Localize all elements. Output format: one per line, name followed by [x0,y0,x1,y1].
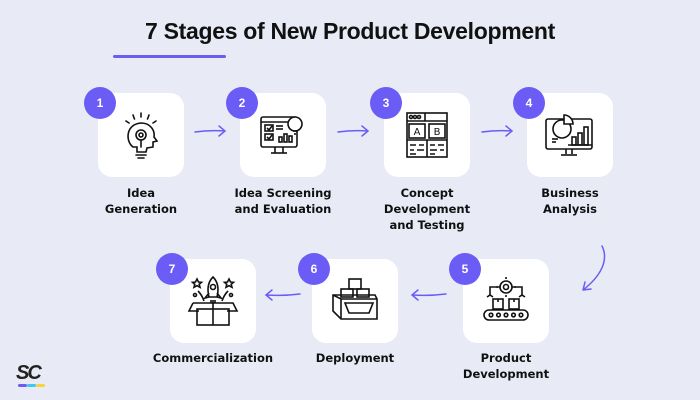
stage-label-line: Generation [104,202,178,216]
stage-label-line: Development [383,202,471,216]
stage-card-6: 6 [298,253,398,343]
stage-label-3: Concept Development and Testing [357,185,497,233]
box-packages-icon [332,278,378,320]
open-box-rocket-icon [187,275,239,326]
stage-label-line: Product [480,351,532,365]
stage-label-4: Business Analysis [500,185,640,217]
logo-bar-cyan [27,384,36,387]
stage-label-line: and Evaluation [234,202,332,216]
logo-bar-purple [18,384,27,387]
conveyor-robot-arms-icon [483,277,529,321]
page-title: 7 Stages of New Product Development [145,18,555,44]
stage-label-5: Product Development [436,350,576,382]
stage-card-5: 5 [449,253,549,343]
stage-number-badge: 4 [513,87,545,119]
stage-number-badge: 3 [370,87,402,119]
stage-label-6: Deployment [285,350,425,366]
arrow-right-icon [337,125,370,137]
stage-label-line: Development [462,367,550,381]
svg-text:B: B [434,127,441,138]
monitor-checklist-bulb-icon [260,116,303,154]
stage-label-1: Idea Generation [71,185,211,217]
arrow-right-icon [481,125,514,137]
stage-label-line: Idea Screening [234,186,332,200]
arrow-right-icon [194,125,227,137]
stage-card-7: 7 [156,253,256,343]
stage-label-line: and Testing [389,218,465,232]
stage-number-badge: 1 [84,87,116,119]
lightbulb-head-gear-icon [125,112,159,159]
stage-label-2: Idea Screening and Evaluation [213,185,353,217]
stage-number-badge: 6 [298,253,330,285]
brand-logo: SC [16,362,42,384]
svg-text:A: A [414,127,421,138]
stage-label-line: Deployment [315,351,395,365]
arrow-curved-down-icon [582,245,606,291]
stage-card-1: 1 [84,87,184,177]
stage-number-badge: 7 [156,253,188,285]
arrow-left-icon [410,289,447,301]
stage-label-line: Analysis [543,202,597,216]
stage-number-badge: 2 [226,87,258,119]
stage-card-3: A B 3 [370,87,470,177]
stage-label-line: Commercialization [152,351,274,365]
stage-label-7: Commercialization [143,350,283,366]
monitor-pie-bar-chart-icon [545,114,593,156]
stage-card-4: 4 [513,87,613,177]
stage-card-2: 2 [226,87,326,177]
stage-label-line: Business [541,186,599,200]
stage-label-line: Concept [400,186,454,200]
logo-bar-yellow [36,384,45,387]
title-underline [113,55,226,58]
stage-number-badge: 5 [449,253,481,285]
arrow-left-icon [264,289,301,301]
stage-label-line: Idea [126,186,156,200]
ab-test-layout-icon: A B [406,112,448,158]
